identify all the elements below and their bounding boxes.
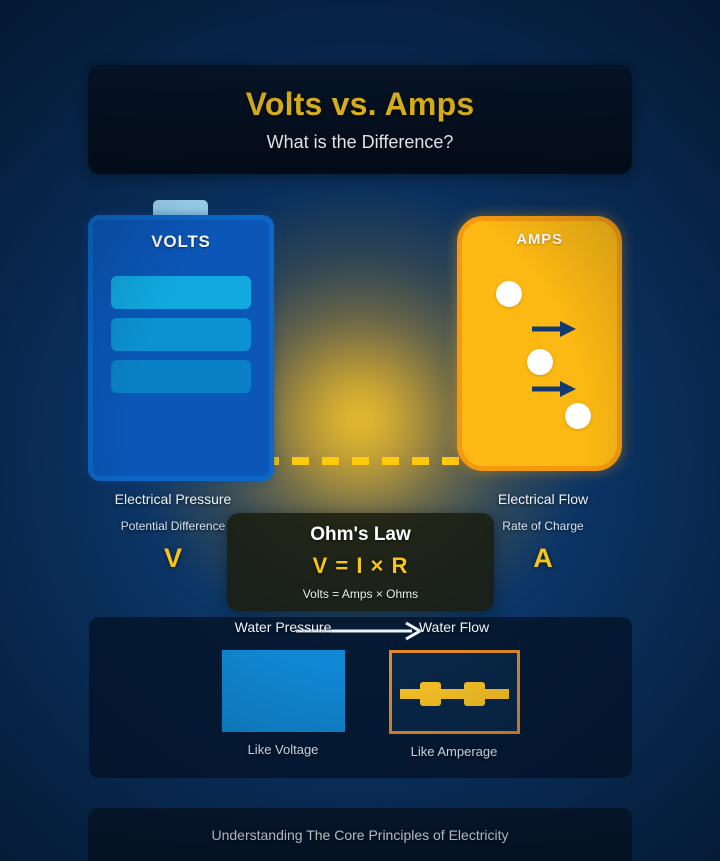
volts-title: Electrical Pressure <box>114 491 232 507</box>
volts-badge-label: VOLTS <box>151 232 211 251</box>
title-card: Volts vs. Amps What is the Difference? <box>88 65 632 174</box>
battery-body: VOLTS <box>88 215 274 481</box>
water-pipe-box <box>388 650 520 734</box>
amps-badge-label: AMPS <box>516 231 563 248</box>
amps-title: Electrical Flow <box>497 491 589 507</box>
water-tank-shape <box>221 650 345 732</box>
electron-circle-2 <box>527 349 553 375</box>
pipe-line-shape <box>399 689 509 699</box>
footer-text: Understanding The Core Principles of Ele… <box>211 826 509 843</box>
battery-cell-3 <box>111 360 251 393</box>
volts-battery-graphic: VOLTS <box>88 200 288 490</box>
ohms-law-title: Ohm's Law <box>310 523 411 545</box>
water-flow-group: Water Flow Like Amperage <box>339 617 569 759</box>
ohms-law-expanded: Volts = Amps × Ohms <box>302 586 419 601</box>
pipe-node-1 <box>419 682 441 706</box>
electron-circle-1 <box>496 281 522 307</box>
amps-flow-graphic: AMPS <box>457 216 622 471</box>
page-subtitle: What is the Difference? <box>266 132 454 152</box>
electron-circle-3 <box>565 403 591 429</box>
flow-arrow-right-icon-2 <box>532 381 576 397</box>
flow-arrow-right-icon-1 <box>532 321 576 337</box>
battery-cell-2 <box>111 318 251 351</box>
water-flow-label: Water Flow <box>418 619 490 635</box>
water-analogy-panel: Water Pressure Like Voltage Water Flow L… <box>89 617 632 778</box>
battery-cell-1 <box>111 276 251 309</box>
ohms-law-card: Ohm's Law V = I × R Volts = Amps × Ohms <box>227 513 494 611</box>
ohms-law-formula: V = I × R <box>312 552 409 578</box>
footer-bar: Understanding The Core Principles of Ele… <box>88 808 632 861</box>
like-amperage-label: Like Amperage <box>410 744 498 759</box>
page-title: Volts vs. Amps <box>245 86 475 122</box>
pipe-node-2 <box>463 682 485 706</box>
